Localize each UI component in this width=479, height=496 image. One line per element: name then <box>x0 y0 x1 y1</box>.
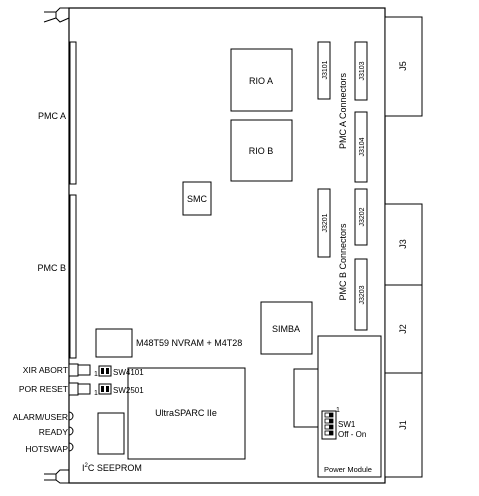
j3101-connector <box>317 41 331 100</box>
pmc-a-label: PMC A <box>38 111 66 121</box>
cpu-chip <box>127 367 246 460</box>
rio-b-label: RIO B <box>249 146 274 156</box>
rio-a-label: RIO A <box>249 76 273 86</box>
sw2501-label: SW2501 <box>113 386 144 395</box>
j3103-label: J3103 <box>359 61 366 80</box>
j2-label: J2 <box>398 324 408 334</box>
pmc-a-connectors-label: PMC A Connectors <box>338 72 348 149</box>
alarm-user-led <box>68 411 74 421</box>
seeprom-chip <box>97 412 125 455</box>
simba-label: SIMBA <box>272 324 300 334</box>
j1-label: J1 <box>398 420 408 430</box>
smc-label: SMC <box>187 194 208 204</box>
sw2501-toggle-a <box>101 386 104 392</box>
xir-abort-button-body <box>77 364 91 376</box>
seeprom-label-sup: 2 <box>85 463 89 469</box>
por-reset-label: POR RESET <box>19 384 68 394</box>
j3201-connector <box>317 188 331 258</box>
alarm-user-label: ALARM/USER <box>13 412 68 422</box>
sw2501-switch[interactable] <box>98 383 112 395</box>
cpu-label: UltraSPARC IIe <box>155 408 217 418</box>
j3202-connector <box>354 188 368 246</box>
sw2501-toggle-b <box>106 386 109 392</box>
j3-connector <box>384 203 423 286</box>
sw1-pos-4-fill <box>329 431 333 435</box>
pmc-b-slot <box>69 194 77 359</box>
rio-b-chip <box>230 119 293 182</box>
sw4101-toggle-b <box>106 368 109 374</box>
sw1-pos-1-fill <box>329 413 333 417</box>
por-reset-button[interactable] <box>68 382 79 396</box>
sw1-pos-2-fill <box>329 419 333 423</box>
j1-connector <box>384 372 423 478</box>
power-module-label: Power Module <box>324 465 372 474</box>
hotswap-led <box>68 442 74 452</box>
bottom-ejector-handle <box>44 469 70 484</box>
xir-abort-button[interactable] <box>68 363 79 377</box>
sw4101-toggle-a <box>101 368 104 374</box>
j3202-label: J3202 <box>359 207 366 226</box>
j3203-label: J3203 <box>359 285 366 304</box>
sw4101-switch[interactable] <box>98 365 112 377</box>
j2-connector <box>384 284 423 374</box>
j3203-connector <box>354 258 368 331</box>
pmc-b-connectors-label: PMC B Connectors <box>338 223 348 301</box>
j3-label: J3 <box>398 239 408 249</box>
sw4101-pin-1: 1 <box>94 371 98 378</box>
power-module <box>317 335 382 478</box>
ready-label: READY <box>39 427 69 437</box>
j5-connector <box>384 16 423 117</box>
sw4101-label: SW4101 <box>113 368 144 377</box>
j3201-label: J3201 <box>322 213 329 232</box>
sw1-switch[interactable] <box>321 410 337 440</box>
seeprom-label-rest: C SEEPROM <box>88 463 142 473</box>
sw1-pin-1: 1 <box>336 407 340 414</box>
seeprom-label: I2C SEEPROM <box>82 463 142 473</box>
power-module-tab <box>293 368 319 428</box>
j3104-connector <box>354 111 368 183</box>
sw1-off-on-label: Off - On <box>338 430 366 439</box>
simba-chip <box>260 301 313 355</box>
por-reset-button-body <box>77 383 91 395</box>
j3104-label: J3104 <box>359 137 366 156</box>
j5-label: J5 <box>398 61 408 71</box>
seeprom-label-i: I <box>82 463 85 473</box>
smc-chip <box>182 181 212 216</box>
sw1-label: SW1 <box>338 420 356 429</box>
pmc-a-slot <box>69 41 77 185</box>
sw2501-pin-1: 1 <box>94 390 98 397</box>
top-ejector-handle <box>43 7 70 23</box>
j3101-label: J3101 <box>322 60 329 79</box>
nvram-label: M48T59 NVRAM + M4T28 <box>136 338 242 348</box>
pmc-b-label: PMC B <box>37 263 66 273</box>
ready-led <box>68 426 74 436</box>
j3103-connector <box>354 41 368 101</box>
hotswap-label: HOTSWAP <box>25 444 68 454</box>
nvram-chip <box>95 328 133 358</box>
sw1-pos-3-fill <box>329 425 333 429</box>
rio-a-chip <box>230 48 293 112</box>
xir-abort-label: XIR ABORT <box>23 365 68 375</box>
